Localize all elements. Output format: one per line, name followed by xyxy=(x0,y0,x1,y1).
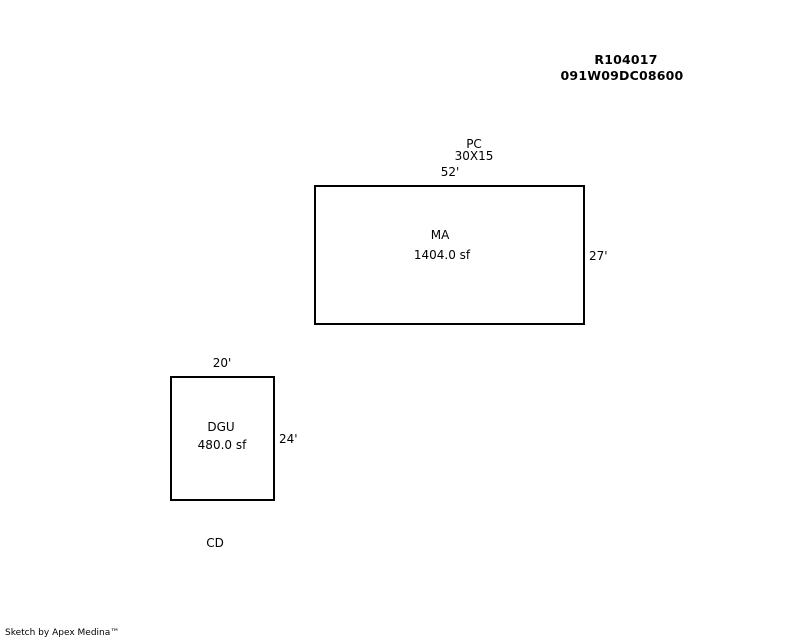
dgu-area-code: DGU xyxy=(207,420,235,434)
dgu-area-outline xyxy=(170,376,275,501)
ma-area-outline xyxy=(314,185,585,325)
ma-area-size: 1404.0 sf xyxy=(413,248,471,262)
parcel-number: 091W09DC08600 xyxy=(560,68,684,83)
dgu-depth-label: 24' xyxy=(279,432,298,446)
cd-label: CD xyxy=(206,536,224,550)
ma-area-code: MA xyxy=(430,228,450,242)
pc-label: PC xyxy=(466,137,482,151)
ma-depth-label: 27' xyxy=(589,249,608,263)
sketch-credit: Sketch by Apex Medina™ xyxy=(5,628,120,638)
dgu-area-size: 480.0 sf xyxy=(197,438,247,452)
ma-width-label: 52' xyxy=(440,165,460,179)
dgu-width-label: 20' xyxy=(212,356,232,370)
pc-dimensions: 30X15 xyxy=(454,149,494,163)
record-id: R104017 xyxy=(594,52,658,67)
